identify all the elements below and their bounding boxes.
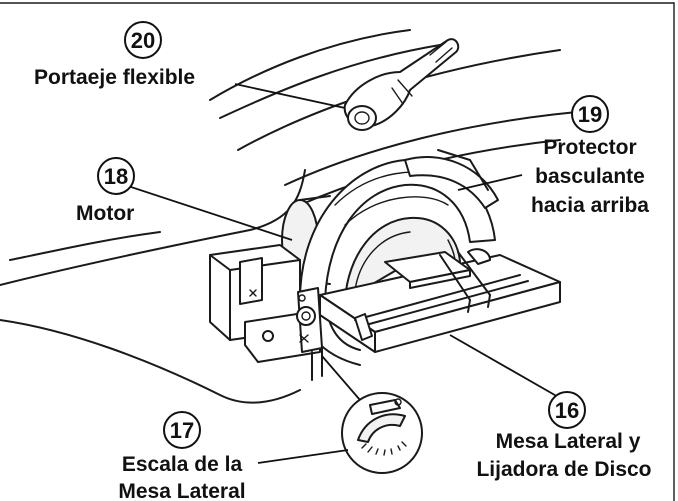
callout-16-label-line-2: Lijadora de Disco	[476, 458, 651, 481]
callout-16-circle	[548, 391, 586, 429]
callout-20-number: 20	[131, 28, 155, 53]
leader-lines	[121, 83, 561, 464]
tilt-scale-assembly	[296, 287, 323, 381]
callout-17: 17 Escala de la Mesa Lateral	[118, 411, 246, 501]
callout-18: 18 Motor	[76, 157, 135, 225]
callout-16: 16 Mesa Lateral y Lijadora de Disco	[476, 391, 652, 481]
callout-19-label-line-3: hacia arriba	[531, 194, 649, 217]
callout-16-number: 16	[555, 398, 579, 423]
callout-18-label: Motor	[76, 202, 134, 225]
callout-19: 19 Protector basculante hacia arriba	[531, 95, 649, 217]
callout-19-circle	[571, 95, 609, 133]
callout-17-circle	[163, 411, 201, 449]
callout-17-number: 17	[170, 418, 194, 443]
callout-20: 20 Portaeje flexible	[34, 21, 195, 89]
callout-19-label-line-1: Protector	[543, 136, 636, 159]
callout-18-circle	[97, 157, 135, 195]
flexible-shaft-holder	[343, 38, 460, 131]
callout-18-number: 18	[104, 164, 128, 189]
callout-20-label: Portaeje flexible	[34, 66, 195, 89]
callout-19-number: 19	[578, 102, 602, 127]
side-table	[319, 248, 561, 353]
callout-20-circle	[124, 21, 162, 59]
callout-17-label-line-1: Escala de la	[122, 453, 243, 476]
callout-16-label-line-1: Mesa Lateral y	[496, 430, 641, 453]
scale-magnifier-inset	[341, 392, 423, 474]
callout-17-label-line-2: Mesa Lateral	[118, 480, 245, 501]
callout-19-label-line-2: basculante	[535, 165, 645, 188]
